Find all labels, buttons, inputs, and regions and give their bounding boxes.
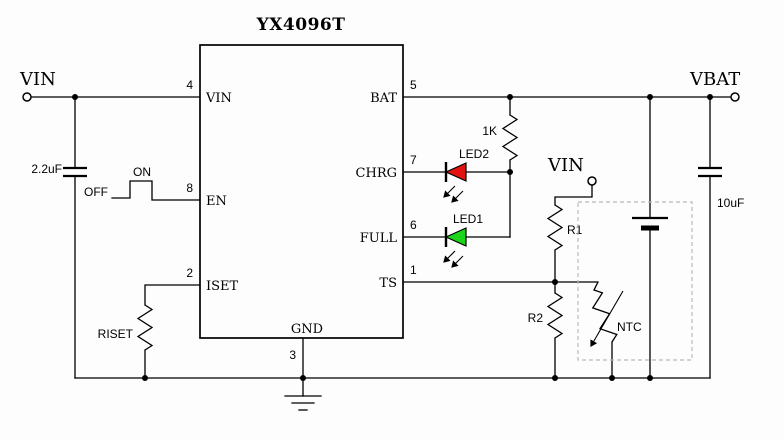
terminal-label-vin-left: VIN (19, 69, 56, 90)
ic-title: YX4096T (256, 15, 346, 35)
capacitor-input-label: 2.2uF (31, 162, 62, 176)
ntc-label: NTC (617, 320, 642, 334)
pin-label-en: EN (206, 194, 227, 209)
terminal-vbat (730, 92, 740, 102)
pin-number-5: 5 (410, 78, 417, 92)
ntc-thermistor-symbol (590, 289, 624, 347)
capacitor-input-symbol (63, 166, 87, 178)
terminal-vin-left (22, 92, 32, 102)
junction-dots (72, 94, 713, 381)
switch-off-label: OFF (84, 185, 108, 199)
resistor-1k-symbol (501, 114, 519, 161)
pin-number-4: 4 (186, 78, 193, 92)
wire-ts (402, 281, 599, 291)
pin-label-gnd: GND (291, 322, 323, 337)
terminal-label-vbat: VBAT (689, 69, 740, 90)
pin-number-2: 2 (186, 266, 193, 280)
pin-number-1: 1 (410, 263, 417, 277)
led2-label: LED2 (459, 147, 489, 161)
resistor-r2-label: R2 (528, 311, 544, 325)
terminal-label-vin-right: VIN (547, 155, 584, 176)
wire-iset (144, 284, 201, 379)
pin-number-7: 7 (410, 153, 417, 167)
resistor-riset-label: RISET (98, 327, 134, 341)
wire-divider (554, 184, 593, 379)
battery-symbol (632, 216, 668, 231)
wire-enable-step (111, 180, 201, 201)
led2-symbol (443, 162, 467, 203)
pin-number-6: 6 (410, 218, 417, 232)
pin-number-8: 8 (186, 181, 193, 195)
led1-symbol (443, 227, 467, 268)
resistor-r2-symbol (546, 292, 564, 339)
pin-label-ts: TS (379, 276, 397, 291)
pin-number-3: 3 (289, 348, 296, 362)
pin-label-full: FULL (360, 231, 398, 246)
led1-label: LED1 (453, 212, 483, 226)
battery-pack-outline (577, 201, 693, 361)
pin-label-chrg: CHRG (356, 166, 397, 181)
resistor-1k-label: 1K (482, 124, 497, 138)
capacitor-output-symbol (698, 166, 722, 178)
ic-body (199, 44, 404, 339)
pin-label-vin: VIN (205, 91, 232, 106)
ground-icon (284, 395, 322, 411)
pin-label-bat: BAT (370, 91, 397, 106)
switch-on-label: ON (133, 165, 151, 179)
pin-label-iset: ISET (206, 279, 239, 294)
capacitor-output-label: 10uF (717, 196, 744, 210)
resistor-riset-symbol (136, 304, 154, 351)
terminal-vin-right (587, 176, 597, 186)
resistor-r1-symbol (546, 204, 564, 251)
resistor-r1-label: R1 (567, 223, 583, 237)
